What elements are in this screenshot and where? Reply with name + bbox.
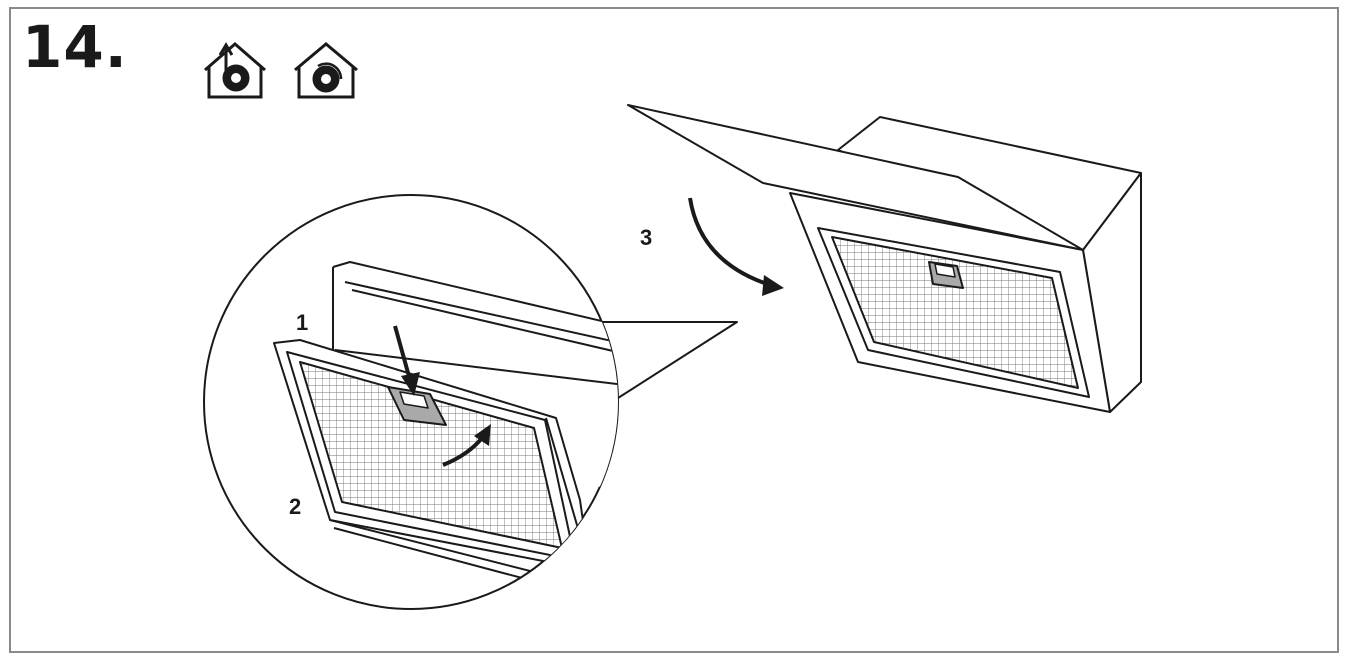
step-number: 14.	[22, 13, 128, 81]
callout-1: 1	[296, 310, 308, 335]
rotate-arrow-3	[688, 197, 784, 296]
tilt-arrow-2	[442, 424, 491, 467]
extraction-mode-icon	[204, 42, 266, 99]
magnifier-pointer	[598, 321, 738, 399]
callout-2: 2	[289, 494, 301, 519]
push-arrow-1	[393, 325, 420, 396]
recirculation-mode-icon	[294, 42, 358, 99]
detail-filter-closeup	[273, 261, 618, 596]
cooker-hood	[627, 104, 1142, 413]
callout-3: 3	[640, 225, 652, 250]
